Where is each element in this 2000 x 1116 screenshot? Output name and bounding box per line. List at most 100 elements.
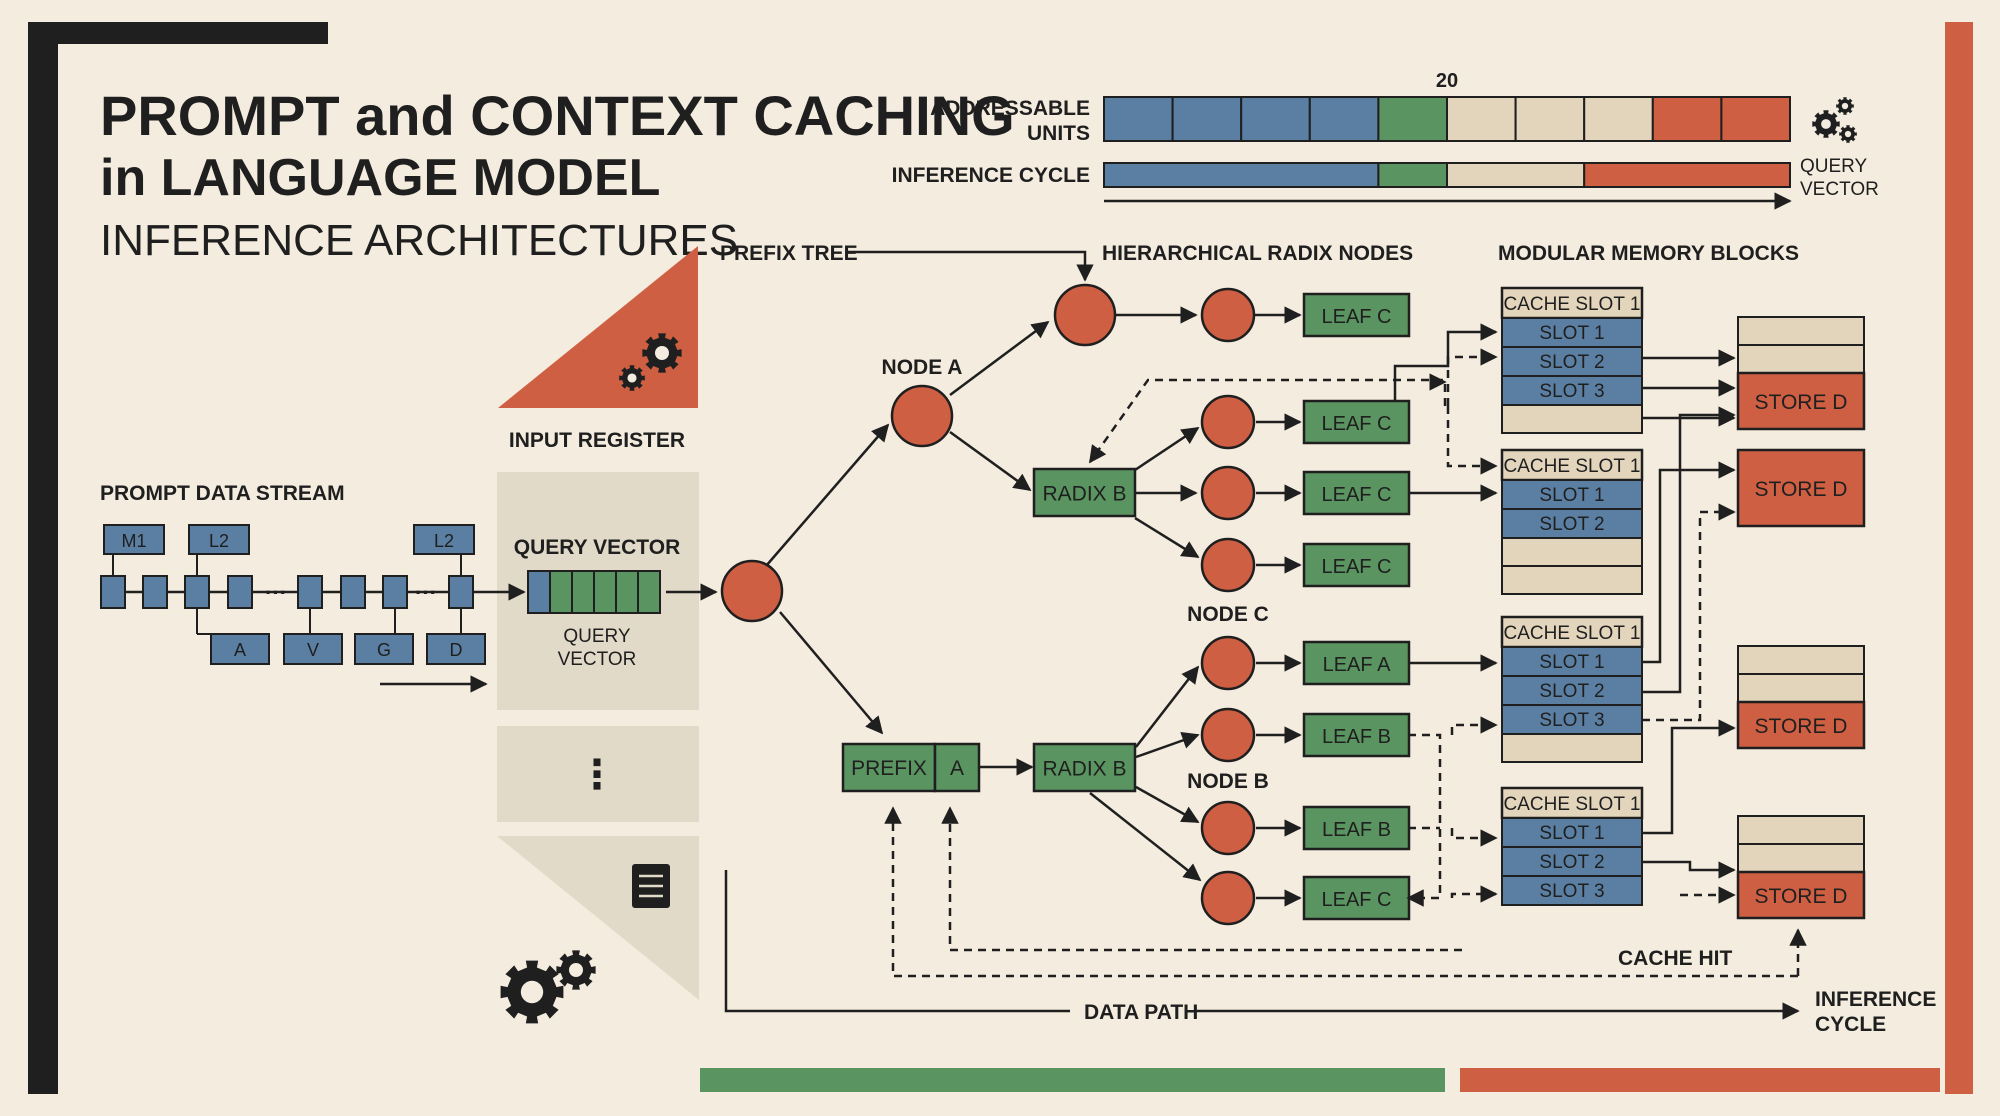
query-vector-cell <box>549 570 573 614</box>
cache-block-header <box>1500 286 1644 320</box>
top-bars: 20 ADDRESSABLE UNITS INFERENCE CYCLE QUE… <box>892 70 1879 210</box>
prefix-tree-arrow <box>848 250 1094 282</box>
red-triangle <box>498 246 698 408</box>
frame-left-bar <box>28 22 58 1094</box>
cache-slot <box>1501 817 1643 848</box>
cache-hit-label: CACHE HIT <box>1618 947 1733 970</box>
query-vector-cell <box>637 570 661 614</box>
cache-empty-row <box>1501 565 1643 595</box>
store-empty-row <box>1737 344 1865 374</box>
cache-block: CACHE SLOT 1 SLOT 1 SLOT 2 <box>1500 448 1644 595</box>
register-more-dots: ⋮ <box>577 753 617 797</box>
stream-top-token <box>413 524 475 555</box>
stream-top-token <box>188 524 250 555</box>
cache-slot <box>1501 479 1643 510</box>
radix-b-bottom <box>1032 742 1137 793</box>
gear-small <box>619 365 645 391</box>
addressable-unit <box>1103 96 1174 142</box>
cache-empty-row <box>1501 537 1643 567</box>
query-vector-cell <box>527 570 551 614</box>
query-vector-cell <box>593 570 617 614</box>
cache-hit-return-prefix <box>884 806 1798 978</box>
leaf-b-dashed <box>1406 733 1442 907</box>
inference-segment <box>1583 162 1791 188</box>
store-d-label: STORE D <box>1755 391 1848 414</box>
prompt-stream-label: PROMPT DATA STREAM <box>100 482 345 505</box>
stream-top-token-label: L2 <box>434 531 454 551</box>
cache-slot-label: SLOT 1 <box>1539 323 1604 344</box>
prefix-tree: PREFIX TREE HIERARCHICAL RADIX NODES NOD… <box>720 242 1807 978</box>
leaf-to-cache-4 <box>1450 828 1498 847</box>
edge-root-prefix <box>779 611 884 735</box>
prefix-box-label: PREFIX <box>851 757 927 780</box>
addressable-unit <box>1651 96 1723 142</box>
stream-ellipsis: ··· <box>265 580 287 605</box>
stream-bottom-token <box>210 633 270 665</box>
leaf-box-label: LEAF C <box>1321 889 1391 911</box>
addressable-label-2: UNITS <box>1027 122 1090 145</box>
cache-slot <box>1501 704 1643 735</box>
frame <box>28 22 1973 1094</box>
store-block: STORE D <box>1736 448 1866 528</box>
addressable-unit <box>1171 96 1243 142</box>
leaf-box-label: LEAF B <box>1322 819 1391 841</box>
cache-block-header-label: CACHE SLOT 1 <box>1504 456 1641 477</box>
cache-slot <box>1501 875 1643 906</box>
cache-slot-label: SLOT 1 <box>1539 485 1604 506</box>
radix-b-bottom-label: RADIX B <box>1042 758 1126 781</box>
radix-b-top-label: RADIX B <box>1042 483 1126 506</box>
radix-top-node <box>1053 283 1117 347</box>
node-c-label: NODE C <box>1187 603 1269 626</box>
store-block: STORE D <box>1736 815 1866 920</box>
leaf-to-cache-2b <box>1446 406 1498 475</box>
node-b-label: NODE B <box>1187 770 1269 793</box>
title-line-1: PROMPT and CONTEXT CACHING <box>100 84 1015 147</box>
footer-red-bar <box>1460 1068 1940 1092</box>
stream-token <box>448 575 474 609</box>
radix-node <box>1200 394 1256 450</box>
store-empty-row <box>1737 815 1865 845</box>
leaf-to-cache-4b <box>1450 885 1498 903</box>
gear-large <box>642 333 682 373</box>
leaf-box <box>1302 292 1411 338</box>
inference-segment <box>1446 162 1586 188</box>
stream-token <box>297 575 323 609</box>
leaf-box <box>1302 542 1411 588</box>
cache-slot-label: SLOT 2 <box>1539 852 1604 873</box>
input-register-label: INPUT REGISTER <box>509 429 685 452</box>
cache-slot-label: SLOT 2 <box>1539 514 1604 535</box>
radix-node <box>1200 465 1256 521</box>
leaf-box-label: LEAF C <box>1321 556 1391 578</box>
node-a <box>890 384 954 448</box>
cache-to-store-2 <box>1642 461 1736 664</box>
gear-large <box>1812 110 1840 138</box>
root-node <box>720 559 784 623</box>
stream-token <box>227 575 253 609</box>
gears-icon <box>500 950 596 1024</box>
data-path-line <box>724 870 1070 1013</box>
gear-small <box>556 950 596 990</box>
store-d-label: STORE D <box>1755 478 1848 501</box>
inference-segment <box>1103 162 1380 188</box>
cache-block-header-label: CACHE SLOT 1 <box>1504 794 1641 815</box>
stream-bottom-token <box>283 633 343 665</box>
edge-radix-b2 <box>1089 792 1202 882</box>
query-vector-title: QUERY VECTOR <box>514 536 680 559</box>
store-d <box>1736 371 1866 431</box>
node-a-label: NODE A <box>882 356 963 379</box>
footer: CACHE HIT DATA PATH INFERENCE CYCLE <box>700 870 1940 1092</box>
register-more-panel <box>497 726 699 822</box>
inference-cycle-end-2: CYCLE <box>1815 1013 1886 1036</box>
cache-slot-label: SLOT 3 <box>1539 381 1604 402</box>
leaf-to-cache-3b <box>1450 716 1498 735</box>
store-empty-row <box>1737 673 1865 703</box>
edge-a-top <box>949 320 1050 397</box>
inference-cycle-end-1: INFERENCE <box>1815 988 1936 1011</box>
cache-slot-label: SLOT 3 <box>1539 710 1604 731</box>
